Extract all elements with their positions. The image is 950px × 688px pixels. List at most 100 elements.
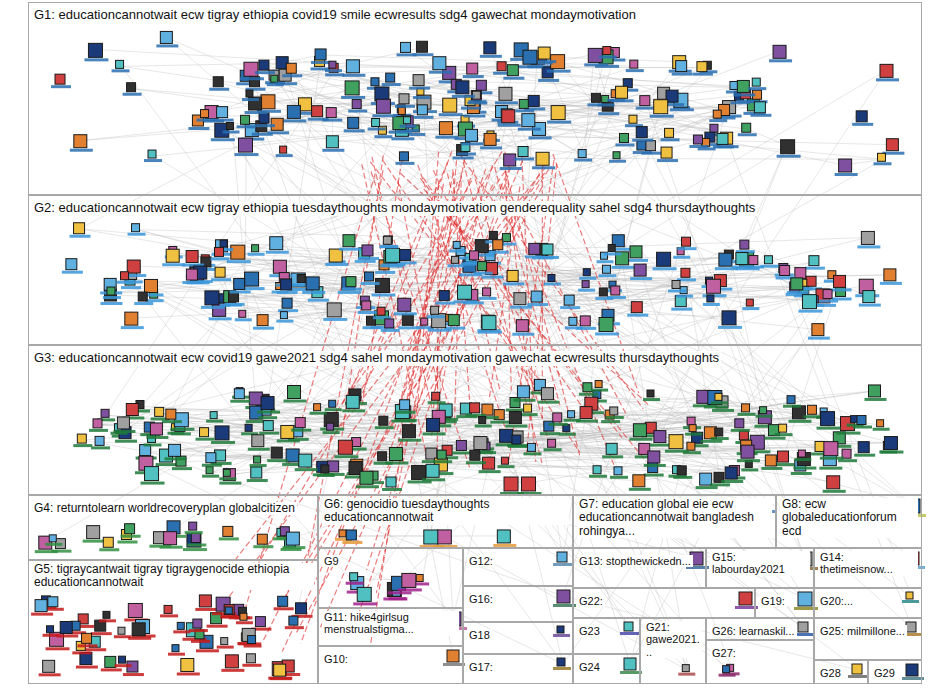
- vertex-icon: [616, 86, 628, 98]
- vertex-label-bar: [506, 408, 526, 411]
- inter-group-line: [420, 178, 622, 437]
- vertex-label-bar: [606, 416, 624, 419]
- vertex-icon: [507, 65, 518, 76]
- tie-line: [419, 81, 845, 165]
- vertex-icon: [541, 388, 553, 400]
- vertex-label-bar: [206, 420, 223, 423]
- vertex-icon: [478, 262, 487, 271]
- vertex-label-bar: [710, 483, 730, 486]
- vertex-label-bar: [202, 475, 219, 478]
- vertex-icon: [375, 278, 389, 292]
- vertex-label-bar: [85, 648, 106, 651]
- vertex-label-bar: [636, 107, 656, 110]
- vertex-icon: [502, 234, 510, 242]
- tie-line: [286, 152, 741, 425]
- vertex-icon: [261, 95, 275, 109]
- vertex-label-bar: [518, 128, 541, 131]
- vertex-icon: [654, 100, 668, 114]
- vertex-label-bar: [820, 457, 844, 460]
- vertex-icon: [385, 319, 394, 328]
- vertex-label-bar: [211, 441, 235, 444]
- vertex-icon: [557, 626, 564, 633]
- vertex-icon: [669, 435, 683, 449]
- group-box: G23: [573, 618, 640, 654]
- group-box: G17:: [463, 654, 573, 684]
- vertex-label-bar: [544, 282, 561, 285]
- vertex-icon: [125, 524, 135, 534]
- vertex-label-bar: [282, 546, 305, 549]
- vertex-label-bar: [371, 293, 395, 296]
- vertex-label-bar: [574, 159, 592, 162]
- vertex-icon: [636, 127, 647, 138]
- vertex-icon: [35, 600, 47, 612]
- vertex-icon: [280, 146, 287, 153]
- vertex-label-bar: [689, 145, 708, 148]
- group-label: G24: [577, 661, 602, 673]
- tie-line: [265, 119, 619, 158]
- vertex-label-bar: [112, 69, 130, 72]
- vertex-icon: [186, 251, 198, 263]
- vertex-icon: [906, 592, 913, 599]
- vertex-icon: [289, 616, 298, 625]
- vertex-label-bar: [342, 288, 362, 291]
- tie-line: [335, 67, 703, 68]
- group-box: G25: milmillone...: [814, 618, 922, 660]
- vertex-label-bar: [257, 411, 280, 414]
- vertex-label-bar: [584, 63, 608, 66]
- group-label: G22:: [577, 595, 605, 607]
- vertex-label-bar: [121, 286, 141, 289]
- vertex-label-bar: [468, 100, 486, 103]
- vertex-icon: [47, 626, 54, 633]
- tie-line: [175, 252, 575, 323]
- vertex-icon: [82, 633, 92, 643]
- vertex-label-bar: [626, 259, 648, 262]
- group-label: G12:: [467, 555, 495, 567]
- vertex-icon: [806, 276, 816, 286]
- vertex-label-bar: [395, 162, 414, 165]
- vertex-label-bar: [113, 430, 135, 433]
- vertex-icon: [588, 48, 602, 62]
- vertex-icon: [43, 660, 55, 672]
- vertex-label-bar: [549, 423, 568, 426]
- vertex-icon: [329, 61, 336, 68]
- vertex-label-bar: [244, 645, 262, 648]
- vertex-icon: [765, 455, 776, 466]
- vertex-icon: [403, 117, 410, 124]
- vertex-icon: [824, 442, 838, 456]
- group-label: G1: educationcannotwait ecw tigray ethio…: [32, 8, 638, 23]
- vertex-icon: [493, 240, 503, 250]
- vertex-label-bar: [276, 320, 293, 323]
- vertex-label-bar: [245, 111, 268, 114]
- vertex-icon: [74, 223, 85, 234]
- vertex-label-bar: [803, 415, 822, 418]
- vertex-label-bar: [250, 464, 267, 467]
- vertex-label-bar: [168, 653, 185, 656]
- vertex-icon: [372, 118, 380, 126]
- vertex-icon: [645, 141, 655, 151]
- vertex-icon: [482, 316, 496, 330]
- vertex-icon: [288, 386, 301, 399]
- vertex-icon: [74, 135, 87, 148]
- tie-line: [250, 68, 418, 131]
- vertex-icon: [271, 75, 278, 82]
- vertex-icon: [117, 417, 129, 429]
- vertex-label-bar: [339, 248, 361, 251]
- vertex-label-bar: [368, 127, 386, 130]
- vertex-icon: [719, 253, 732, 266]
- tie-line: [132, 409, 476, 456]
- tie-line: [265, 66, 748, 129]
- vertex-label-bar: [172, 467, 192, 470]
- vertex-icon: [127, 83, 136, 92]
- vertex-icon: [257, 534, 267, 544]
- vertex-label-bar: [466, 461, 486, 464]
- vertex-label-bar: [325, 73, 344, 76]
- vertex-icon: [193, 619, 202, 628]
- vertex-label-bar: [703, 303, 720, 306]
- vertex-label-bar: [188, 127, 209, 130]
- tie-line: [683, 254, 720, 479]
- vertex-label-bar: [196, 438, 215, 441]
- vertex-icon: [439, 122, 452, 135]
- group-box: G1: educationcannotwait ecw tigray ethio…: [28, 2, 922, 195]
- vertex-icon: [687, 417, 695, 425]
- vertex-icon: [286, 532, 299, 545]
